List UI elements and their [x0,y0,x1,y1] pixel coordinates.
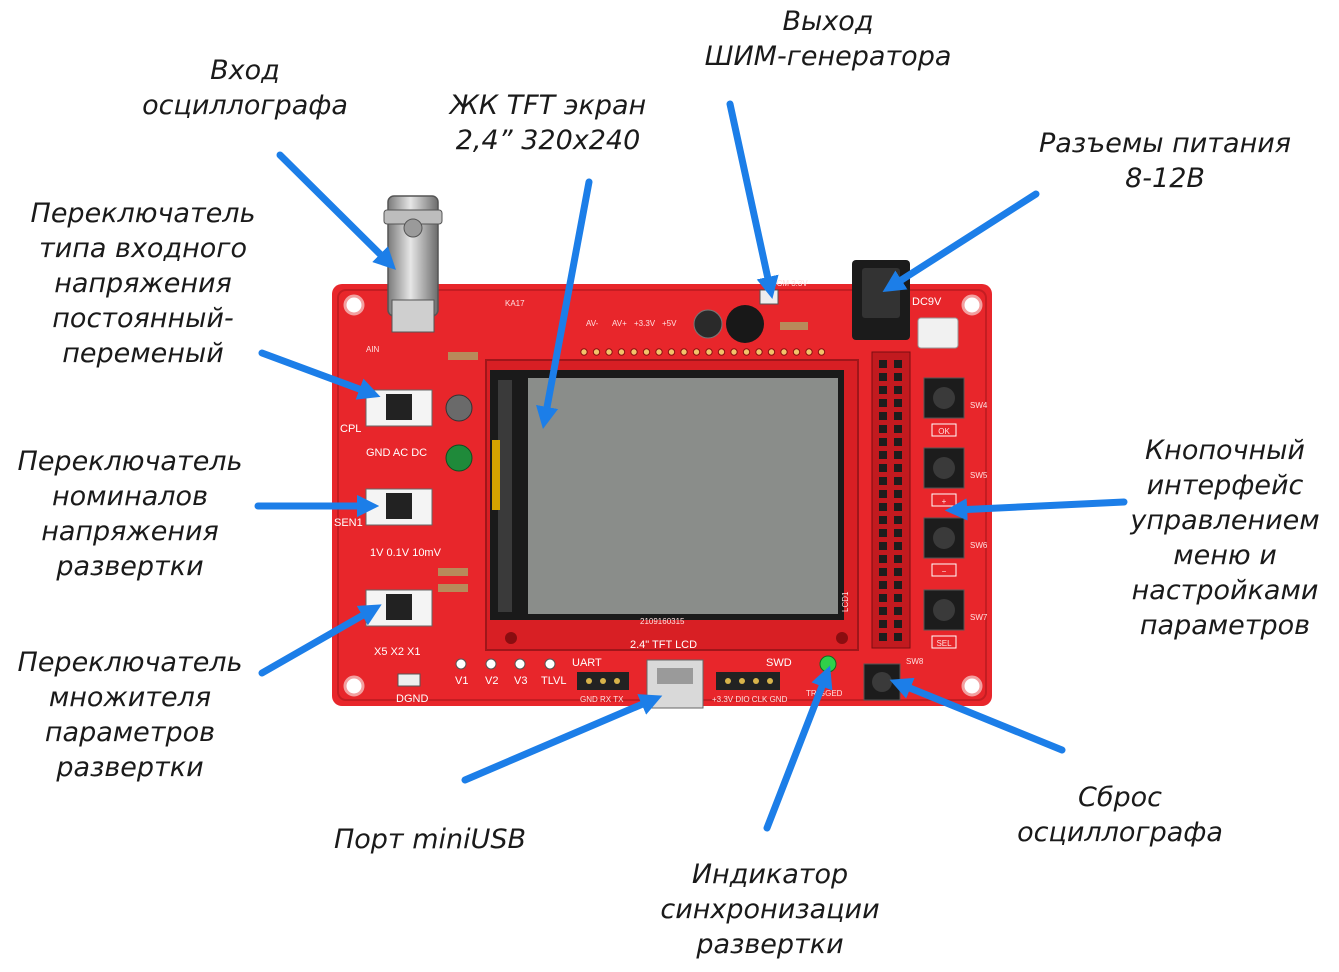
minus-button[interactable]: − SW6 [923,517,988,577]
trimmer-cap[interactable] [445,444,473,472]
silk-cpl: CPL [340,423,361,435]
resistor [438,584,468,592]
resistor [780,322,808,330]
silk-sen1-options: 1V 0.1V 10mV [370,547,442,559]
sel-button-label: SEL [936,639,952,648]
arrow-usb [461,694,663,784]
test-points [397,658,556,687]
silk-dgnd: DGND [396,693,428,705]
silk-lcd1: LCD1 [841,591,850,612]
lcd-module [485,359,859,651]
silk-coupling-options: GND AC DC [366,447,427,459]
sensitivity-switch[interactable] [365,488,433,526]
resistor [448,352,478,360]
silk-v2: V2 [485,675,498,687]
arrow-coupling [258,349,381,400]
mount-hole [961,294,983,316]
silk-rail-av-minus: AV- [586,319,599,328]
plus-button[interactable]: + SW5 [923,447,988,507]
silk-swd: SWD [766,657,792,669]
multiplier-switch[interactable] [365,589,433,627]
silk-lcd-serial: 2109160315 [640,617,685,626]
swd-header[interactable] [716,672,780,690]
ok-button[interactable]: OK SW4 [923,377,988,437]
arrow-lcd [536,178,593,430]
capacitor [693,309,723,339]
lcd-screen [528,378,838,614]
silk-tlvl: TLVL [541,675,566,687]
ok-button-label: OK [938,427,950,436]
sel-button[interactable]: SEL SW7 [923,589,988,649]
silk-rail-3v3: +3.3V [634,319,656,328]
reset-button-ref: SW8 [906,657,924,666]
ok-button-ref: SW4 [970,401,988,410]
mount-hole [343,294,365,316]
callout-arrows [254,100,1128,832]
mount-hole [961,675,983,697]
arrow-buttons [944,498,1128,521]
plus-button-ref: SW5 [970,471,988,480]
silk-dc9v: DC9V [912,296,942,308]
silk-sen1: SEN1 [334,517,363,529]
minus-button-ref: SW6 [970,541,988,550]
silk-rail-av-plus: AV+ [612,319,627,328]
trimmer-pot[interactable] [445,394,473,422]
silk-lcd-label: 2.4" TFT LCD [630,639,697,651]
arrow-power [882,190,1040,293]
arrow-sync-led [763,665,833,832]
silk-ain: AIN [366,345,380,354]
lcd-header [871,351,911,649]
dc-power-jack[interactable] [852,260,910,340]
arrow-reset [889,677,1066,754]
mini-usb-port[interactable] [646,659,704,709]
resistor [438,568,468,576]
uart-header[interactable] [577,672,629,690]
bnc-connector[interactable] [383,195,443,333]
silk-trigged: TRIGGED [806,689,843,698]
reset-button[interactable] [863,663,901,701]
minus-button-label: − [942,567,947,576]
silk-uart-pins: GND RX TX [580,695,624,704]
arrow-pwm [726,100,779,299]
coupling-switch[interactable] [365,389,433,427]
arrow-scope-input [276,151,396,270]
silk-board-id: KA17 [505,299,525,308]
mount-hole [343,675,365,697]
sel-button-ref: SW7 [970,613,988,622]
power-connector[interactable] [917,317,959,349]
arrow-multiplier [258,604,382,677]
capacitor [726,305,764,343]
silk-rail-5v: +5V [662,319,677,328]
silk-v3: V3 [514,675,527,687]
silk-sen2-options: X5 X2 X1 [374,646,420,658]
callout-mini-usb: Порт miniUSB [333,824,527,855]
silk-uart: UART [572,657,602,669]
sync-led [819,655,837,673]
silk-pwm-jumper: 1-8CM 3.3V [765,279,808,288]
plus-button-label: + [942,497,947,506]
silk-v1: V1 [455,675,468,687]
silk-swd-pins: +3.3V DIO CLK GND [712,695,788,704]
pwm-output-pin[interactable] [759,289,779,305]
